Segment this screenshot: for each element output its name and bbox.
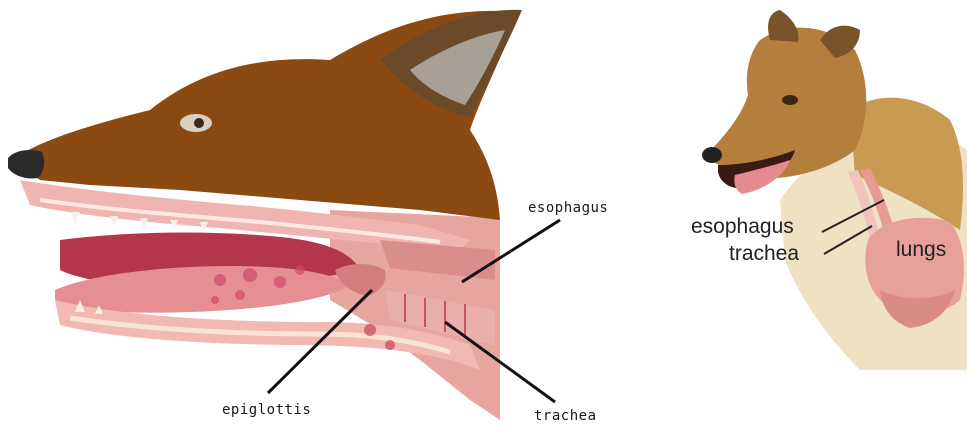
label-trachea-left: trachea [534,408,597,424]
collie-eye [782,95,798,105]
collie-nose [702,147,722,163]
label-epiglottis: epiglottis [222,402,311,418]
label-esophagus-left: esophagus [528,200,608,216]
right-collie-illustration [702,10,967,370]
nose [8,150,44,179]
left-dog-head-illustration [8,10,560,420]
label-esophagus-right: esophagus [691,215,794,239]
pupil [194,118,204,128]
collie-ear-left [768,10,798,42]
label-trachea-right: trachea [729,242,799,266]
label-lungs: lungs [896,238,946,262]
